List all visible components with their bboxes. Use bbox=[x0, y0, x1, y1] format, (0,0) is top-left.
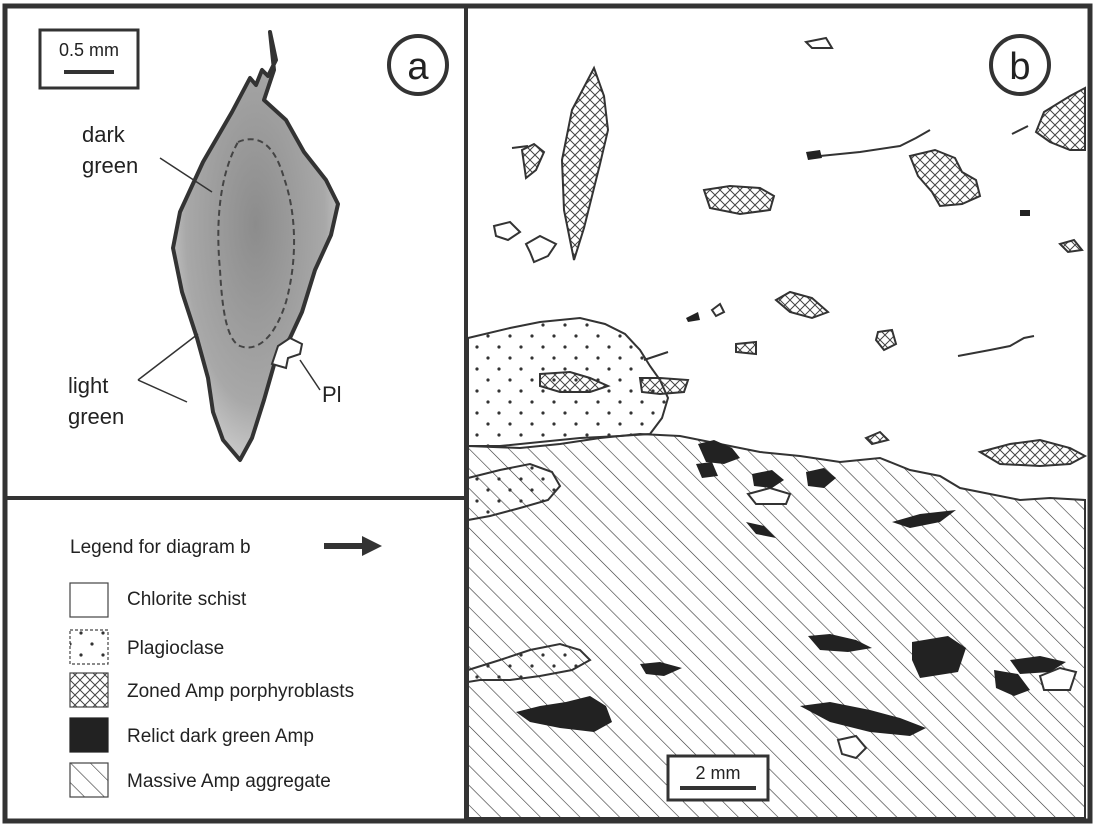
legend-swatch-relict-amp bbox=[70, 718, 108, 752]
panel-letter-b: b bbox=[1009, 46, 1030, 88]
scale-bar-label-a: 0.5 mm bbox=[59, 40, 119, 60]
legend-swatch-zoned-amp bbox=[70, 673, 108, 707]
legend-label-zoned-amp: Zoned Amp porphyroblasts bbox=[127, 681, 354, 702]
legend-label-chlorite-schist: Chlorite schist bbox=[127, 589, 247, 610]
legend-label-massive-amp: Massive Amp aggregate bbox=[127, 771, 331, 792]
legend-label-relict-amp: Relict dark green Amp bbox=[127, 726, 314, 747]
zoned-amp-10 bbox=[736, 342, 756, 354]
label-green-lower: green bbox=[68, 404, 124, 429]
legend-title: Legend for diagram b bbox=[70, 537, 251, 558]
zoned-amp-2 bbox=[704, 186, 774, 214]
legend-label-plagioclase: Plagioclase bbox=[127, 638, 224, 659]
relict-amp-15 bbox=[1020, 210, 1030, 216]
legend-swatch-chlorite-schist bbox=[70, 583, 108, 617]
legend-swatch-plagioclase bbox=[70, 630, 108, 664]
label-dark: dark bbox=[82, 122, 126, 147]
scale-bar-label-b: 2 mm bbox=[696, 763, 741, 783]
label-pl: Pl bbox=[322, 382, 342, 407]
label-green-upper: green bbox=[82, 153, 138, 178]
legend-swatch-massive-amp bbox=[70, 763, 108, 797]
zoned-amp-7 bbox=[640, 378, 688, 394]
panel-letter-a: a bbox=[407, 46, 429, 88]
label-light: light bbox=[68, 373, 108, 398]
